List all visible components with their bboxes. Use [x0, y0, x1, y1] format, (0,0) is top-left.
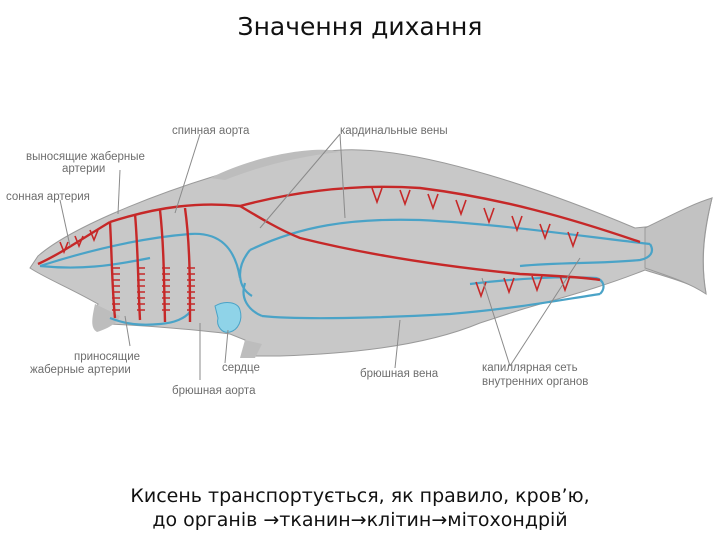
- label-efferent-gill-arteries-2: артерии: [62, 163, 105, 175]
- label-dorsal-aorta: спинная аорта: [172, 125, 250, 137]
- tail-fin: [645, 198, 712, 294]
- label-capillary-network-2: внутренних органов: [482, 376, 588, 388]
- fish-circulation-diagram: спинная аорта кардинальные вены выносящи…: [0, 118, 720, 400]
- label-abdominal-vein: брюшная вена: [360, 368, 439, 380]
- caption-line-1: Кисень транспортується, як правило, кров…: [0, 484, 720, 508]
- label-carotid-artery: сонная артерия: [6, 191, 90, 203]
- slide-title: Значення дихання: [0, 12, 720, 41]
- label-cardinal-veins: кардинальные вены: [340, 125, 448, 137]
- label-efferent-gill-arteries-1: выносящие жаберные: [26, 151, 145, 163]
- label-capillary-network-1: капиллярная сеть: [482, 362, 578, 374]
- label-afferent-gill-arteries-1: приносящие: [74, 351, 140, 363]
- label-heart: сердце: [222, 362, 260, 374]
- caption: Кисень транспортується, як правило, кров…: [0, 484, 720, 532]
- label-ventral-aorta: брюшная аорта: [172, 385, 256, 397]
- label-afferent-gill-arteries-2: жаберные артерии: [30, 364, 131, 376]
- caption-line-2: до органів →тканин→клітин→мітохондрій: [0, 508, 720, 532]
